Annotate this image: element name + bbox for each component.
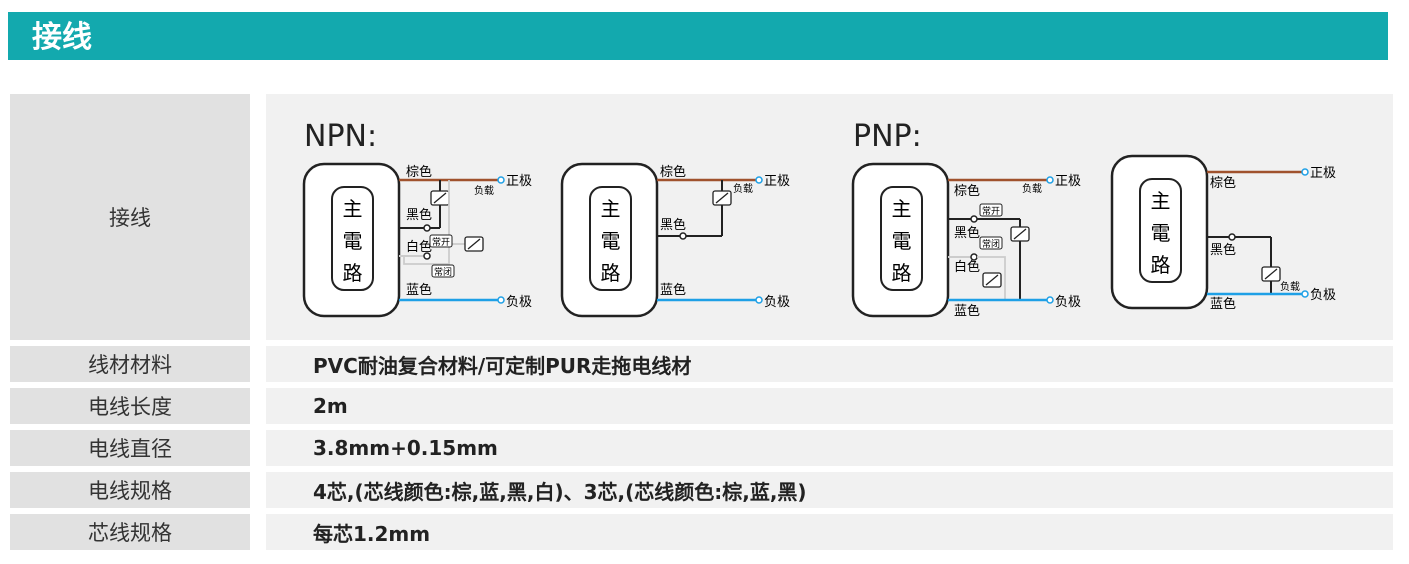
svg-text:白色: 白色 [954, 259, 980, 275]
row-label-cable-spec: 电线规格 [10, 472, 250, 508]
wiring-diagram: NPN: 主 電 路 棕色 正极 负载 黑色 白色 [302, 119, 1336, 319]
circuit-inner-box [880, 186, 923, 291]
svg-text:棕色: 棕色 [1210, 175, 1236, 191]
svg-text:正极: 正极 [1310, 166, 1336, 181]
npn-3wire-diagram: 主 電 路 棕色 正极 负载 黑色 蓝色 负极 [560, 162, 790, 318]
svg-text:主: 主 [601, 197, 621, 221]
svg-text:正极: 正极 [764, 174, 790, 189]
row-value-cable-spec: 4芯,(芯线颜色:棕,蓝,黑,白)、3芯,(芯线颜色:棕,蓝,黑) [266, 472, 1393, 508]
wiring-diagram-cell: NPN: 主 電 路 棕色 正极 负载 黑色 白色 [266, 94, 1393, 340]
svg-text:電: 電 [343, 229, 363, 253]
npn-4wire-diagram: 主 電 路 棕色 正极 负载 黑色 白色 常开 [302, 162, 532, 318]
svg-text:黑色: 黑色 [954, 225, 980, 241]
row-value-material: PVC耐油复合材料/可定制PUR走拖电线材 [266, 346, 1393, 382]
label-black: 黑色 [406, 207, 432, 223]
svg-text:路: 路 [343, 261, 363, 285]
row-label-wiring: 接线 [10, 94, 250, 340]
pnp-3wire-diagram: 主 電 路 棕色 正极 负载 黑色 蓝色 负极 [1110, 154, 1336, 312]
svg-text:蓝色: 蓝色 [660, 282, 686, 298]
svg-text:電: 電 [1151, 221, 1171, 245]
svg-text:负极: 负极 [764, 295, 790, 310]
svg-text:常开: 常开 [982, 205, 1000, 217]
svg-text:蓝色: 蓝色 [954, 303, 980, 319]
svg-text:電: 電 [601, 229, 621, 253]
svg-text:路: 路 [892, 261, 912, 285]
svg-text:電: 電 [892, 229, 912, 253]
row-value-diameter: 3.8mm+0.15mm [266, 430, 1393, 466]
svg-text:负载: 负载 [1022, 182, 1042, 195]
label-positive: 正极 [506, 174, 532, 189]
svg-text:主: 主 [1151, 189, 1171, 213]
label-load: 负载 [474, 184, 494, 197]
row-label-material: 线材材料 [10, 346, 250, 382]
svg-text:正极: 正极 [1055, 174, 1081, 189]
svg-text:黑色: 黑色 [660, 217, 686, 233]
pnp-title: PNP: [853, 119, 922, 154]
row-label-core-spec: 芯线规格 [10, 514, 250, 550]
label-normally-closed: 常闭 [434, 266, 452, 278]
label-blue: 蓝色 [406, 282, 432, 298]
svg-text:负载: 负载 [1280, 280, 1300, 293]
row-value-core-spec: 每芯1.2mm [266, 514, 1393, 550]
svg-text:负极: 负极 [1310, 288, 1336, 303]
row-value-length: 2m [266, 388, 1393, 424]
circuit-inner-box [589, 186, 632, 291]
section-title: 接线 [32, 20, 92, 55]
label-normally-open: 常开 [432, 236, 450, 248]
svg-text:负极: 负极 [1055, 295, 1081, 310]
svg-text:路: 路 [601, 261, 621, 285]
row-label-diameter: 电线直径 [10, 430, 250, 466]
pnp-4wire-diagram: 主 電 路 棕色 正极 负载 黑色 常开 常闭 白色 [851, 162, 1081, 319]
row-label-length: 电线长度 [10, 388, 250, 424]
label-brown: 棕色 [406, 164, 432, 180]
svg-text:路: 路 [1151, 253, 1171, 277]
npn-title: NPN: [304, 119, 377, 154]
svg-text:黑色: 黑色 [1210, 242, 1236, 258]
svg-text:主: 主 [343, 197, 363, 221]
svg-text:常闭: 常闭 [982, 238, 1000, 250]
svg-text:棕色: 棕色 [954, 183, 980, 199]
svg-text:棕色: 棕色 [660, 164, 686, 180]
svg-text:主: 主 [892, 197, 912, 221]
svg-text:负载: 负载 [733, 182, 753, 195]
label-white: 白色 [406, 239, 432, 255]
section-header: 接线 [8, 12, 1388, 60]
circuit-inner-box [331, 186, 374, 291]
circuit-inner-box [1139, 178, 1182, 283]
svg-text:蓝色: 蓝色 [1210, 296, 1236, 312]
label-negative: 负极 [506, 295, 532, 310]
